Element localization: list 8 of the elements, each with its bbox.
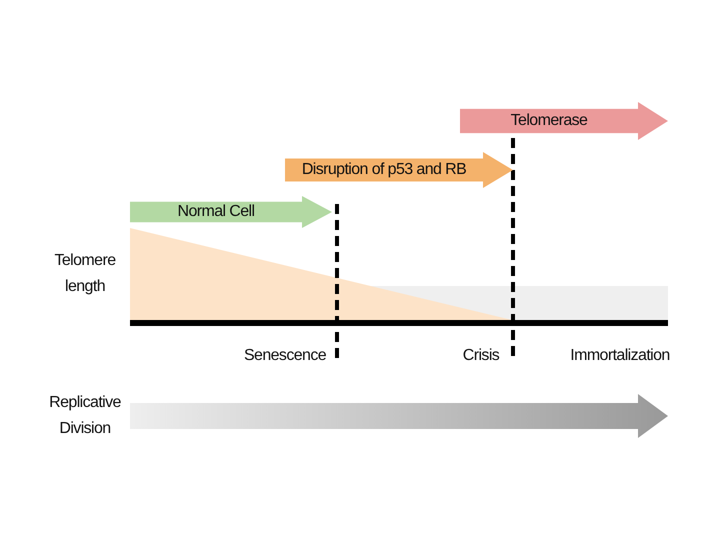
- band-label: Disruption of p53 and RB: [302, 161, 466, 179]
- band-label: Normal Cell: [178, 203, 254, 221]
- axis-label: Replicative Division: [48, 393, 122, 439]
- stage-label: Crisis: [462, 346, 500, 366]
- stage-label: Immortalization: [569, 346, 671, 366]
- stage-label: Senescence: [242, 346, 328, 366]
- axis-label: Telomere length: [53, 251, 116, 297]
- band-label: Telomerase: [510, 112, 588, 130]
